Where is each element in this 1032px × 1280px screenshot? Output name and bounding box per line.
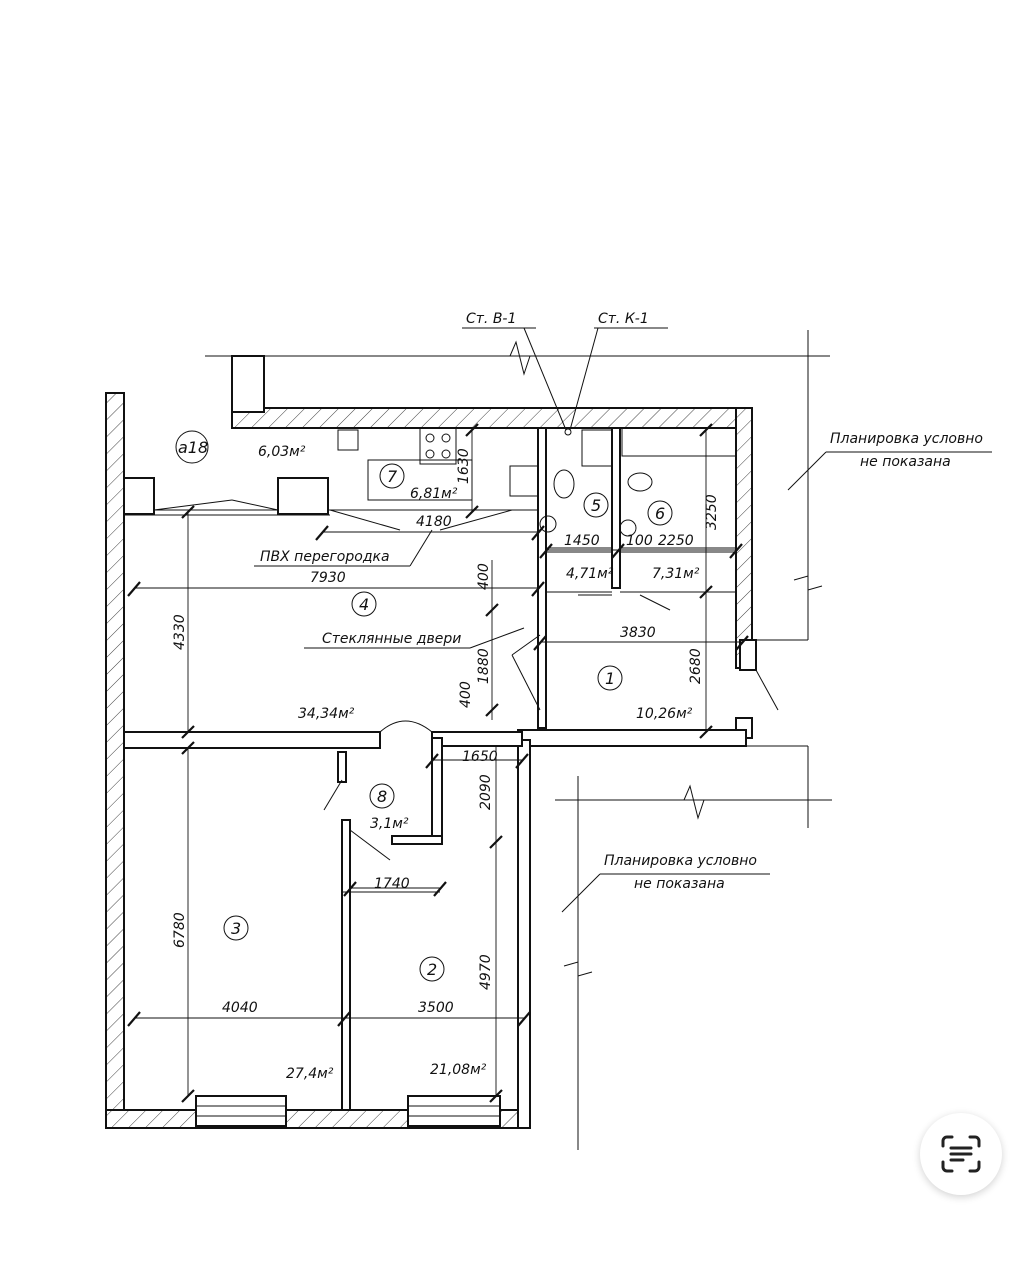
dim-4970: 4970 <box>478 954 494 990</box>
stack-sewer-label: Ст. К-1 <box>598 311 649 327</box>
room-4-number: 4 <box>359 595 369 614</box>
room-7-area: 6,81м² <box>410 486 458 502</box>
note-glass-doors: Стеклянные двери <box>322 631 461 647</box>
room-markers <box>175 430 673 982</box>
room-6-number: 6 <box>655 504 665 523</box>
dim-2250: 2250 <box>658 533 694 549</box>
leader-lines <box>254 327 992 913</box>
dim-1630: 1630 <box>456 448 472 484</box>
dim-6780: 6780 <box>172 912 188 948</box>
room-7-number: 7 <box>387 467 398 486</box>
dim-400-lower: 400 <box>458 681 474 708</box>
dim-2680: 2680 <box>688 648 704 684</box>
dim-4330: 4330 <box>172 614 188 650</box>
dim-1740: 1740 <box>374 876 410 892</box>
doors <box>153 499 779 861</box>
room-8-number: 8 <box>377 787 387 806</box>
dim-400-upper: 400 <box>476 563 492 590</box>
dim-1880: 1880 <box>476 648 492 684</box>
room-1-area: 10,26м² <box>636 706 693 722</box>
notes: Планировка условно не показана Планировк… <box>260 431 983 892</box>
note-layout-2-line2: не показана <box>634 876 725 892</box>
dim-3830: 3830 <box>620 625 656 641</box>
room-5-number: 5 <box>591 496 601 515</box>
room-5-area: 4,71м² <box>566 566 614 582</box>
dim-100: 100 <box>626 533 653 549</box>
balcony-area: 6,03м² <box>258 444 306 460</box>
room-4-area: 34,34м² <box>298 706 355 722</box>
dim-3250: 3250 <box>704 494 720 530</box>
balcony-labels: а18 6,03м² <box>178 438 306 460</box>
note-layout-2-line1: Планировка условно <box>604 853 757 869</box>
note-pvc-partition: ПВХ перегородка <box>260 549 390 565</box>
stack-labels: Ст. В-1 Ст. К-1 <box>466 311 649 327</box>
exterior-walls <box>105 330 832 1150</box>
room-labels: 1 10,26м² 2 21,08м² 3 27,4м² 4 34,34м² 5… <box>231 467 700 1082</box>
room-2-number: 2 <box>427 960 437 979</box>
text-scan-icon <box>941 1135 981 1173</box>
text-scan-button[interactable] <box>920 1113 1002 1195</box>
room-3-number: 3 <box>231 919 241 938</box>
dim-4180: 4180 <box>416 514 452 530</box>
room-6-area: 7,31м² <box>652 566 700 582</box>
stack-water-label: Ст. В-1 <box>466 311 516 327</box>
room-3-area: 27,4м² <box>286 1066 334 1082</box>
dim-1650: 1650 <box>462 749 498 765</box>
room-2-area: 21,08м² <box>430 1062 487 1078</box>
break-lines <box>509 340 823 977</box>
interior-walls <box>123 427 736 1111</box>
dim-3500: 3500 <box>418 1000 454 1016</box>
dim-2090: 2090 <box>478 774 494 810</box>
dim-4040: 4040 <box>222 1000 258 1016</box>
room-8-area: 3,1м² <box>370 816 409 832</box>
balcony-id: а18 <box>178 438 208 457</box>
dim-7930: 7930 <box>310 570 346 586</box>
room-1-number: 1 <box>605 669 615 688</box>
dimension-labels: 7930 4180 1630 1450 100 2250 3250 400 43… <box>172 448 720 1016</box>
fixtures <box>337 427 737 537</box>
dim-1450: 1450 <box>564 533 600 549</box>
dimension-lines <box>127 423 749 1103</box>
note-layout-1-line2: не показана <box>860 454 951 470</box>
note-layout-1-line1: Планировка условно <box>830 431 983 447</box>
